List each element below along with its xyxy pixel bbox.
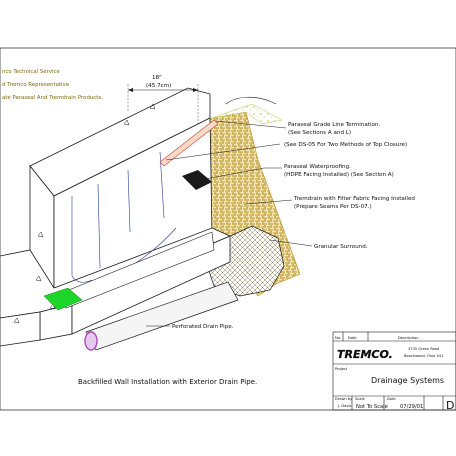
title-sheet: D: [446, 399, 454, 412]
callout-tremdrain-1: Tremdrain with Filter Fabric Facing Inst…: [293, 196, 415, 202]
title-scale: Not To Scale: [356, 404, 388, 410]
green-tape-band: [43, 287, 83, 311]
title-head-no: No.: [335, 336, 341, 340]
top-closure-cap: [182, 170, 212, 190]
tremco-logo: TREMCO.: [337, 348, 393, 361]
title-address-1: 3735 Green Road: [408, 347, 439, 351]
termination-bar: [159, 119, 219, 167]
title-date-label: Date: [387, 397, 396, 401]
title-scale-label: Scale: [355, 397, 365, 401]
perforated-drain-pipe: [84, 281, 239, 351]
title-project: Drainage Systems: [371, 376, 444, 385]
drawing-caption: Backfilled Wall Installation with Exteri…: [78, 378, 257, 386]
callout-granular: Granular Surround.: [314, 244, 368, 250]
title-project-label: Project: [335, 367, 348, 371]
general-notes: nco Technical Service d Tremco Represent…: [2, 69, 103, 101]
title-head-description: Description: [398, 336, 418, 340]
concrete-marks: [13, 103, 156, 324]
callout-tremdrain-2: (Prepare Seams Per DS-07.): [294, 204, 372, 210]
callout-grade-line-2: (See Sections A and L): [288, 130, 351, 136]
title-head-date: Date: [348, 336, 357, 340]
title-block: [332, 331, 456, 411]
note-line-2: d Tremco Representative: [2, 82, 70, 88]
title-address-2: Beachwood, Ohio 441: [404, 354, 443, 358]
leader-lines: [146, 120, 313, 327]
title-drawn-by: J. Davis: [337, 404, 351, 408]
dimension-inches: 18": [152, 75, 162, 81]
drawing-border: [0, 47, 456, 411]
dimension-cm: (45.7cm): [146, 83, 171, 89]
dimension-18in: 18" (45.7cm): [127, 75, 199, 124]
callout-waterproofing-1: Paraseal Waterproofing.: [284, 164, 351, 170]
note-line-1: nco Technical Service: [2, 69, 60, 75]
callout-drain-pipe: Perforated Drain Pipe.: [172, 324, 234, 330]
callout-grade-line-1: Paraseal Grade Line Termination.: [288, 122, 380, 128]
title-drawn-by-label: Drawn by: [335, 397, 353, 401]
callout-waterproofing-2: (HDPE Facing Installed) (See Section A): [284, 172, 394, 178]
title-date: 07/29/01: [400, 404, 423, 410]
note-line-3: ate Paraseal And Tremdrain Products.: [2, 95, 103, 101]
callout-ds05: (See DS-05 For Two Methods of Top Closur…: [284, 142, 407, 148]
